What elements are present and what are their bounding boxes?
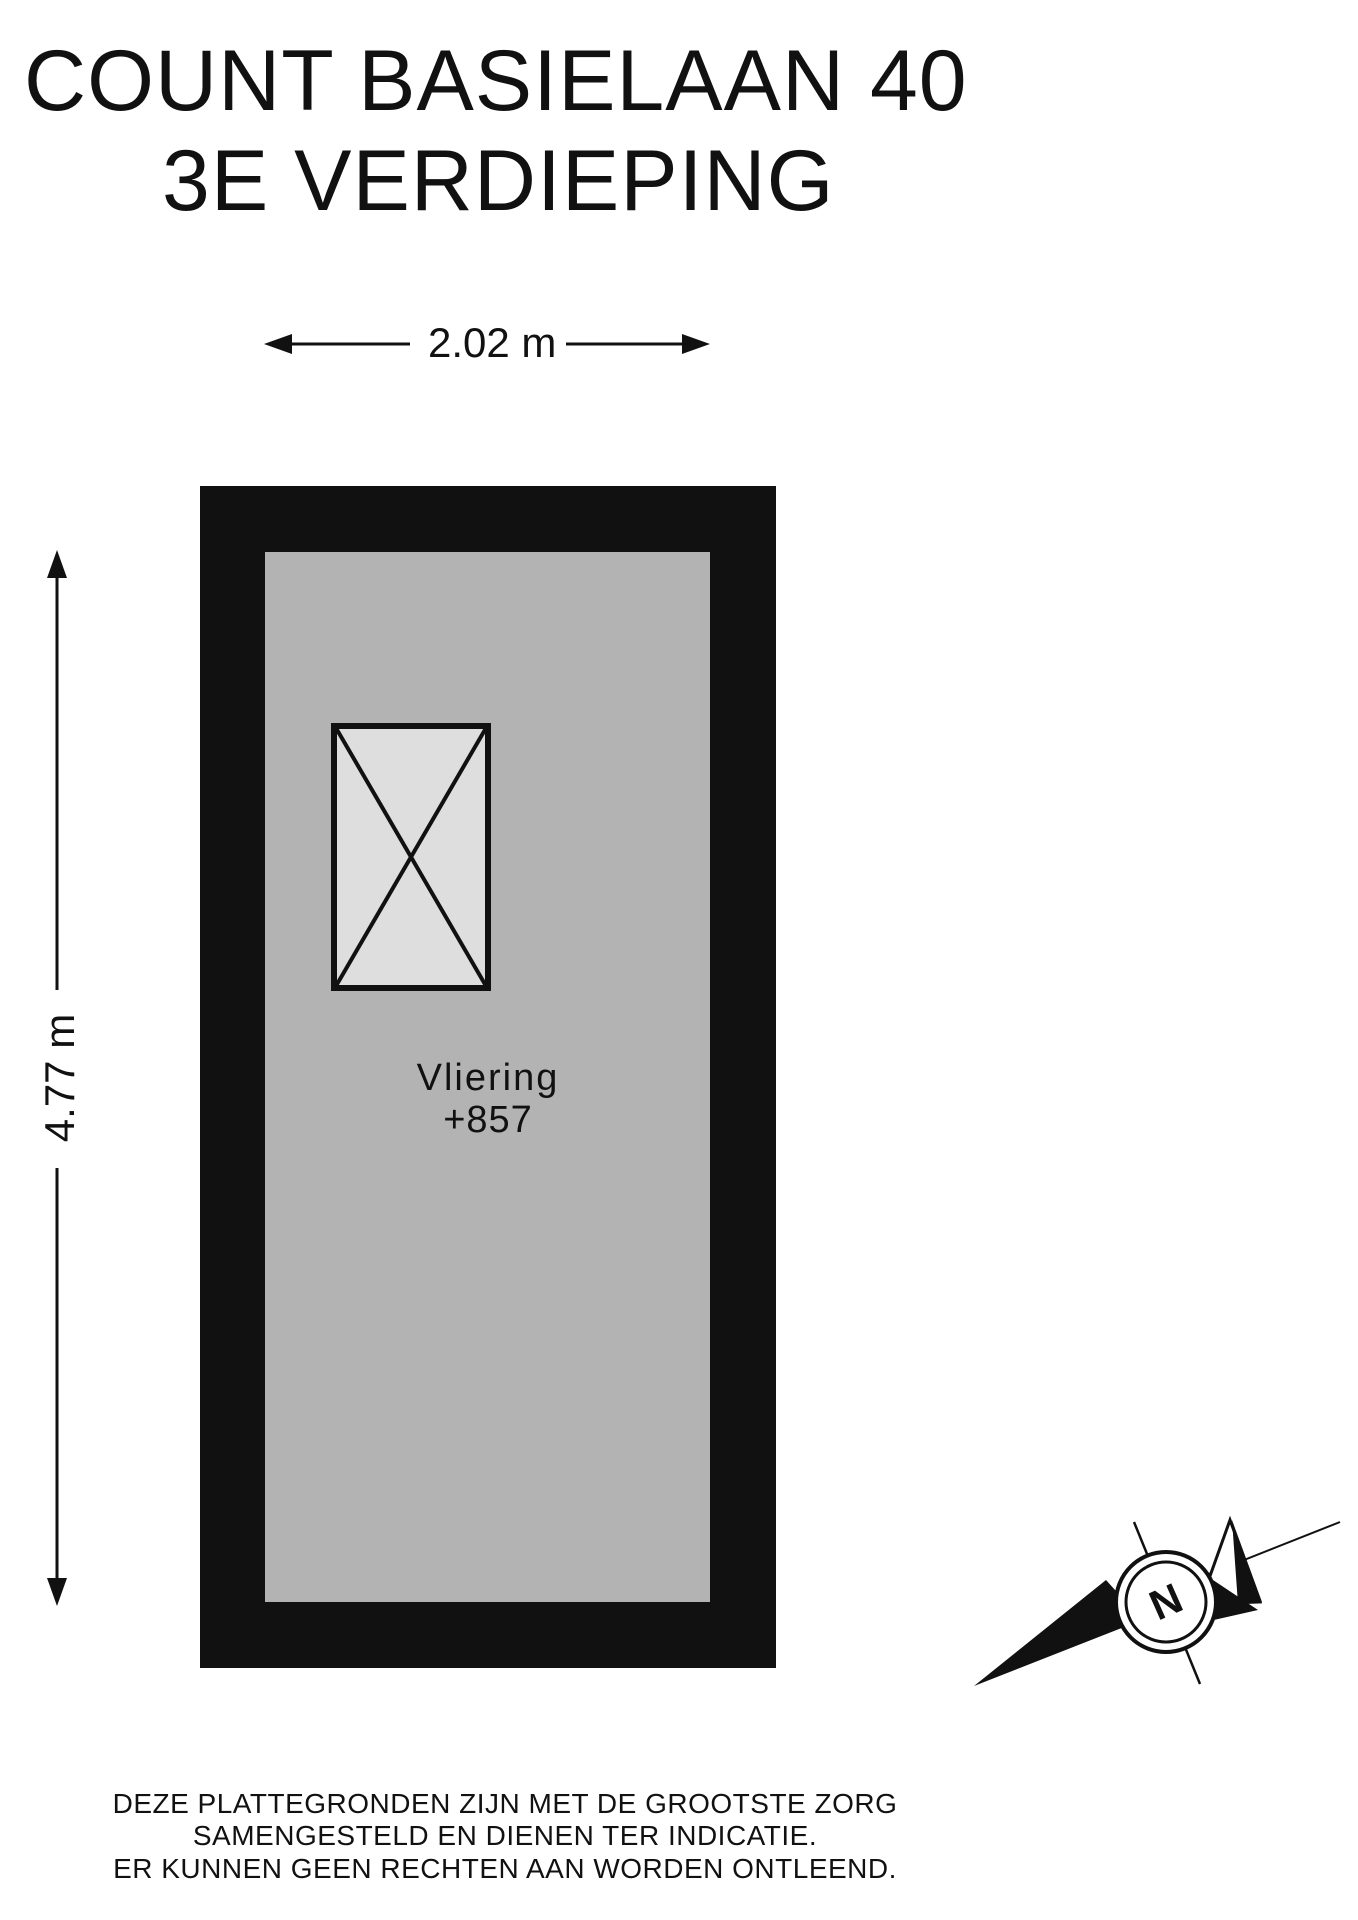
width-dimension-label: 2.02 m xyxy=(420,322,565,364)
plan-title-address: COUNT BASIELAAN 40 xyxy=(24,33,968,129)
disclaimer-line: SAMENGESTELD EN DIENEN TER INDICATIE. xyxy=(192,1820,818,1851)
room-level-label: +857 xyxy=(443,1099,533,1141)
height-dimension-label: 4.77 m xyxy=(36,1003,83,1153)
plan-title-floor: 3E VERDIEPING xyxy=(162,133,835,229)
room-name-label: Vliering xyxy=(416,1057,560,1099)
disclaimer-line: DEZE PLATTEGRONDEN ZIJN MET DE GROOTSTE … xyxy=(112,1788,898,1819)
north-arrow-icon: N xyxy=(974,1515,1341,1686)
floor-opening xyxy=(331,723,491,991)
width-dimension-arrow xyxy=(264,334,710,354)
disclaimer-line: ER KUNNEN GEEN RECHTEN AAN WORDEN ONTLEE… xyxy=(113,1853,897,1884)
height-dimension-arrow xyxy=(47,550,67,1606)
